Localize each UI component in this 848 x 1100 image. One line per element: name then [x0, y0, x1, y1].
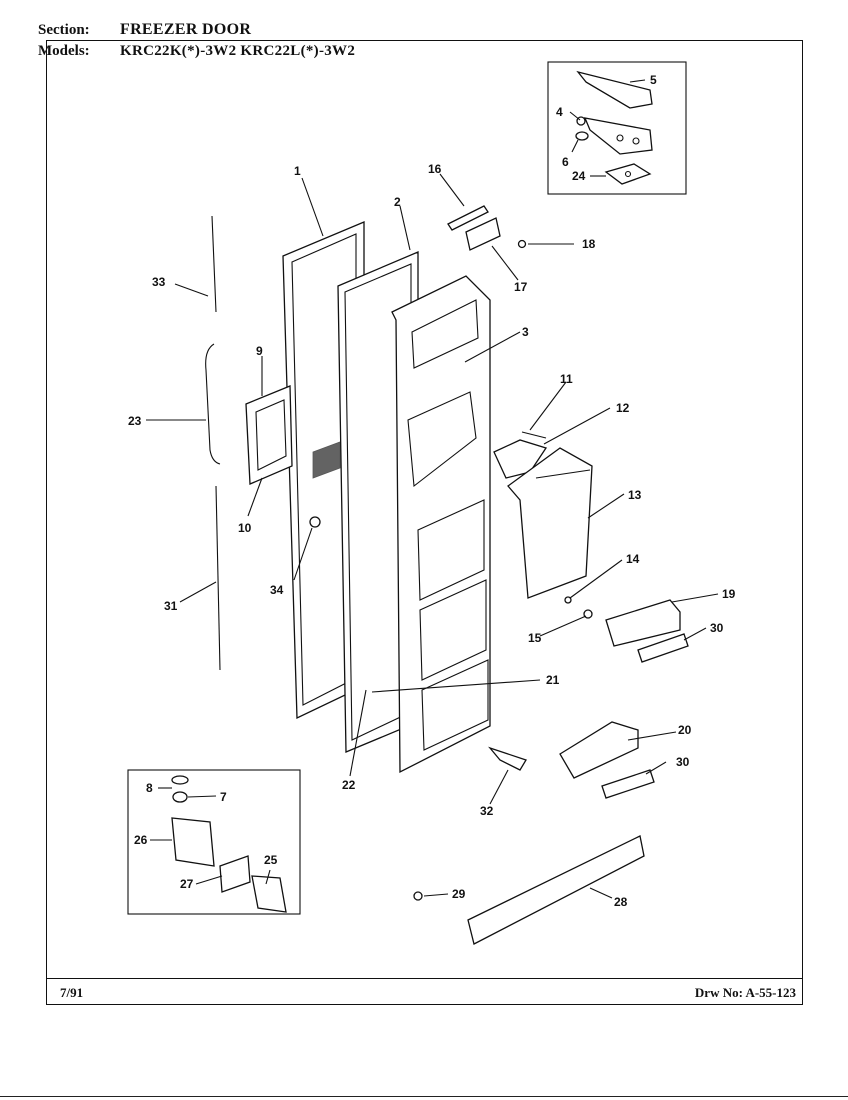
callout-1: 1 [294, 164, 301, 178]
callout-18: 18 [582, 237, 596, 251]
part-handle-assembly [205, 215, 221, 671]
models-label: Models: [38, 43, 90, 59]
part-door-bin-19 [605, 599, 681, 647]
callout-26: 26 [134, 833, 148, 847]
part-spring-11 [521, 431, 547, 439]
part-kickplate-grille-28 [467, 835, 645, 945]
part-bracket-25 [251, 875, 287, 913]
callout-20: 20 [678, 723, 692, 737]
page-bottom-rule [0, 1096, 848, 1097]
callout-19: 19 [722, 587, 736, 601]
callout-4: 4 [556, 105, 563, 119]
callout-29: 29 [452, 887, 466, 901]
callout-13: 13 [628, 488, 642, 502]
part-trim-30a [637, 633, 689, 663]
callout-11: 11 [560, 372, 573, 386]
callout-3: 3 [522, 325, 529, 339]
callout-15: 15 [528, 631, 542, 645]
callout-21: 21 [546, 673, 560, 687]
hinge-inset-box [547, 61, 687, 195]
drawing-frame [46, 40, 803, 1005]
part-lever-32 [488, 746, 527, 771]
part-latch-housing-17 [465, 217, 501, 251]
callout-31: 31 [164, 599, 178, 613]
callout-12: 12 [616, 401, 630, 415]
callout-25: 25 [264, 853, 278, 867]
leader-lines [146, 79, 719, 899]
models-list: KRC22K(*)-3W2 KRC22L(*)-3W2 [120, 43, 356, 59]
callout-numbers: 1 2 3 4 5 6 7 8 9 10 11 12 13 14 15 16 1… [128, 73, 736, 909]
callout-32: 32 [480, 804, 494, 818]
part-trim-30b [601, 769, 655, 799]
callout-2: 2 [394, 195, 401, 209]
part-screw-14-15 [564, 596, 593, 619]
callout-33: 33 [152, 275, 166, 289]
callout-14: 14 [626, 552, 640, 566]
callout-10: 10 [238, 521, 252, 535]
part-door-bin-20 [559, 721, 639, 779]
callout-30-lower: 30 [676, 755, 690, 769]
part-shim-27 [219, 855, 251, 893]
callout-16: 16 [428, 162, 442, 176]
callout-7: 7 [220, 790, 227, 804]
callout-8: 8 [146, 781, 153, 795]
section-label: Section: [38, 22, 90, 38]
callout-23: 23 [128, 414, 142, 428]
drawing-number: Drw No: A-55-123 [694, 985, 796, 1000]
callout-22: 22 [342, 778, 356, 792]
footer-divider [46, 978, 803, 979]
part-hinge-washer [575, 131, 589, 141]
callout-30-upper: 30 [710, 621, 724, 635]
part-dispenser-panel [245, 385, 293, 485]
callout-28: 28 [614, 895, 628, 909]
part-door-liner [391, 275, 491, 774]
section-header: Section: FREEZER DOOR [38, 21, 251, 39]
part-hinge-bracket [583, 117, 653, 155]
callout-34: 34 [270, 583, 284, 597]
callout-24: 24 [572, 169, 586, 183]
part-hinge-shim [604, 163, 652, 185]
part-chute-12 [493, 439, 548, 479]
part-clip-18 [517, 239, 527, 249]
models-header: Models: KRC22K(*)-3W2 KRC22L(*)-3W2 [38, 43, 355, 60]
section-title: FREEZER DOOR [120, 21, 252, 38]
part-lower-hinge-26 [171, 817, 215, 867]
part-hinge-cover [576, 70, 653, 109]
drawing-date: 7/91 [60, 985, 84, 1000]
callout-17: 17 [514, 280, 528, 294]
callout-9: 9 [256, 344, 263, 358]
callout-5: 5 [650, 73, 657, 87]
callout-6: 6 [562, 155, 569, 169]
part-screw-29 [413, 891, 423, 901]
part-chute-housing-13 [507, 447, 593, 599]
part-bushing-7-8 [171, 775, 189, 803]
hinge-inset-box-lower [127, 769, 301, 915]
part-latch-16 [447, 205, 489, 231]
part-screw-34 [309, 516, 321, 528]
callout-27: 27 [180, 877, 194, 891]
